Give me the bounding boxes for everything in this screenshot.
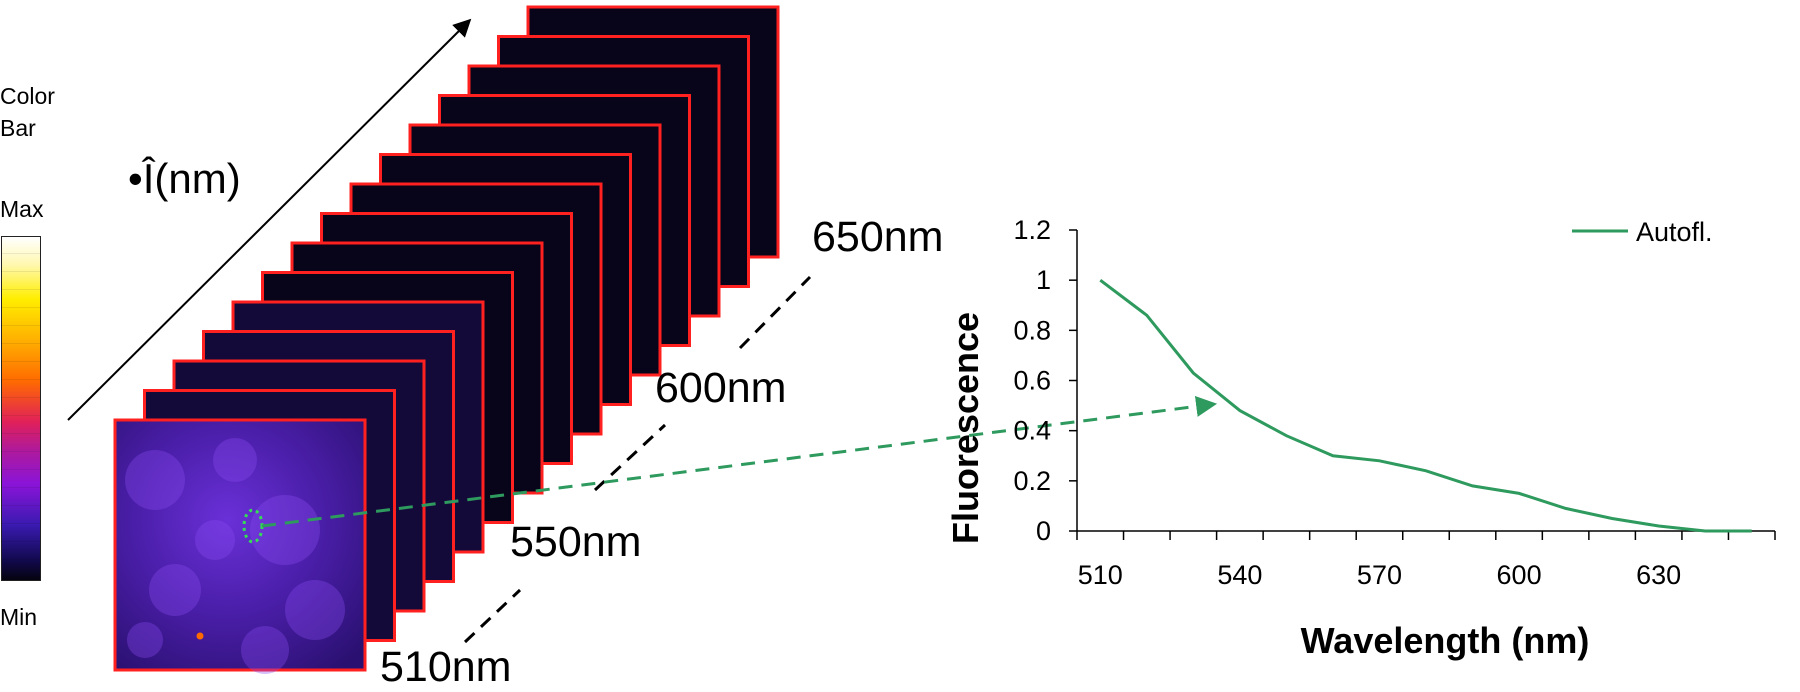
y-tick-label: 0	[1036, 516, 1051, 546]
chart-axes	[1077, 230, 1775, 531]
series-line-autofl	[1100, 280, 1751, 531]
x-tick-label: 600	[1497, 560, 1542, 590]
x-tick-label: 510	[1078, 560, 1123, 590]
y-axis-title: Fluorescence	[945, 312, 986, 544]
x-axis-title: Wavelength (nm)	[1301, 620, 1590, 661]
legend: Autofl.	[1572, 217, 1713, 247]
y-tick-label: 0.2	[1013, 466, 1051, 496]
x-tick-label: 570	[1357, 560, 1402, 590]
chart-ticks: 0 0.2 0.4 0.6 0.8 1 1.2 510 540 570 600 630	[1013, 215, 1775, 590]
chart-series	[1100, 280, 1752, 531]
legend-label: Autofl.	[1636, 217, 1713, 247]
x-tick-label: 540	[1217, 560, 1262, 590]
y-tick-label: 0.6	[1013, 366, 1051, 396]
x-tick-label: 630	[1636, 560, 1681, 590]
y-tick-label: 0.4	[1013, 416, 1051, 446]
y-tick-label: 1	[1036, 265, 1051, 295]
y-tick-label: 1.2	[1013, 215, 1051, 245]
y-tick-label: 0.8	[1013, 315, 1051, 345]
